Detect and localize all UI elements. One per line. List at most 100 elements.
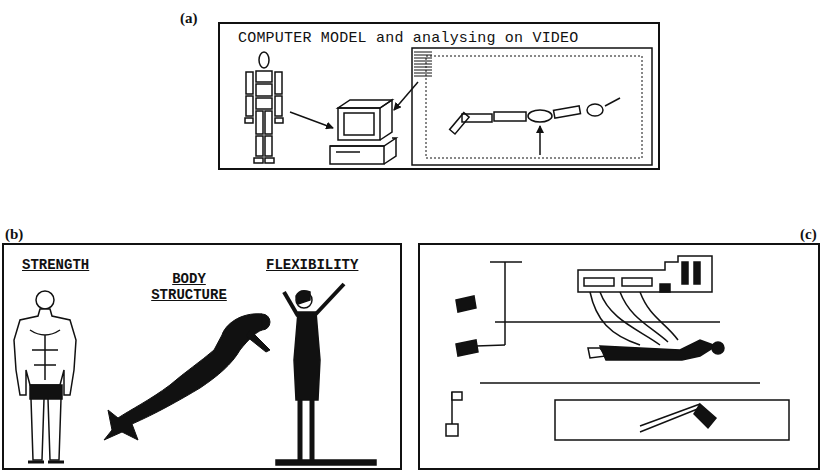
drawing-rect <box>256 98 272 109</box>
drawing-path <box>456 296 476 312</box>
drawing-rect <box>554 106 581 118</box>
drawing-ellipse <box>259 52 269 68</box>
drawing-path <box>300 400 312 460</box>
drawing-path <box>605 98 620 106</box>
drawing-rect <box>462 114 492 122</box>
drawing-line <box>414 73 432 74</box>
drawing-line <box>414 67 432 68</box>
drawing-rect <box>494 112 526 121</box>
drawing-line <box>336 151 360 153</box>
drawing-line <box>495 321 720 323</box>
drawing-rect <box>245 118 253 123</box>
drawing-path <box>384 138 396 164</box>
drawing-path <box>338 100 392 108</box>
measuring-rig <box>446 256 789 440</box>
drawing-line <box>504 262 506 345</box>
drawing-rect <box>256 136 263 156</box>
drawing-rect <box>338 108 380 140</box>
drawing-ellipse <box>528 110 552 122</box>
panel-label: (b) <box>5 226 23 243</box>
drawing-rect <box>584 278 614 286</box>
drawing-path <box>330 138 396 146</box>
drawing-g <box>450 98 620 134</box>
drawing-rect <box>694 262 700 284</box>
drawing-rect <box>256 111 263 134</box>
drawing-line <box>480 382 760 384</box>
drawing-path <box>284 292 298 316</box>
drawing-path <box>314 284 344 316</box>
category-label: STRENGTH <box>22 257 89 273</box>
muscle-man <box>14 291 76 462</box>
drawing-rect <box>426 56 642 158</box>
drawing-line <box>414 64 432 65</box>
drawing-path <box>296 291 310 304</box>
panel-box: (b)STRENGTHBODY STRUCTUREFLEXIBILITY <box>2 243 402 470</box>
arrow-line <box>290 112 333 128</box>
drawing-line <box>414 61 432 62</box>
drawing-rect <box>276 460 376 465</box>
stretching-woman <box>276 284 376 465</box>
drawing-path <box>590 292 678 345</box>
drawing-line <box>414 55 432 56</box>
panel-label: (a) <box>180 10 198 27</box>
drawing-rect <box>246 96 253 116</box>
drawing-rect <box>660 284 670 292</box>
drawing-path <box>600 340 716 360</box>
drawing-rect <box>275 118 283 123</box>
drawing-path <box>104 314 262 440</box>
drawing-rect <box>622 278 652 286</box>
drawing-rect <box>275 96 282 116</box>
drawing-rect <box>344 113 374 135</box>
drawing-circle <box>712 342 724 354</box>
drawing-rect <box>265 158 274 163</box>
body-model <box>245 52 283 163</box>
drawing-line <box>476 345 505 346</box>
drawing-rect <box>256 84 272 96</box>
drawing-rect <box>30 385 62 399</box>
drawing-rect <box>555 400 789 440</box>
drawing-rect <box>450 113 470 134</box>
category-label: FLEXIBILITY <box>266 257 358 273</box>
drawing-path <box>246 330 270 352</box>
drawing-rect <box>265 136 272 156</box>
drawing-line <box>640 404 700 426</box>
video-screen <box>412 48 652 165</box>
arrow-line <box>394 82 418 110</box>
drawing-line <box>414 52 432 53</box>
drawing-path <box>380 100 392 140</box>
drawing-circle <box>36 291 54 309</box>
drawing-rect <box>275 72 282 94</box>
drawing-ellipse <box>587 104 603 116</box>
computer <box>330 100 396 164</box>
panel-label: (c) <box>800 226 817 243</box>
drawing-line <box>539 126 541 155</box>
panel-heading: COMPUTER MODEL and analysing on VIDEO <box>238 30 578 47</box>
drawing-rect <box>446 424 458 436</box>
drawing-rect <box>412 48 652 165</box>
drawing-path <box>14 309 76 395</box>
drawing-rect <box>330 146 384 164</box>
drawing-path <box>28 461 64 464</box>
panel-box: (c) <box>418 243 820 470</box>
drawing-path <box>294 312 320 400</box>
drawing-path <box>30 330 60 380</box>
drawing-line <box>414 76 432 77</box>
drawing-rect <box>682 262 688 284</box>
drawing-line <box>414 58 432 59</box>
drawing-line <box>640 408 700 432</box>
drawing-line <box>490 261 522 263</box>
drawing-path <box>694 404 716 428</box>
panel-box: (a)COMPUTER MODEL and analysing on VIDEO <box>218 22 660 170</box>
drawing-line <box>414 70 432 71</box>
drawing-rect <box>256 71 272 82</box>
drawing-path <box>578 256 712 292</box>
drawing-rect <box>452 392 462 400</box>
drawing-rect <box>265 111 272 134</box>
mermaid <box>104 314 270 440</box>
category-label: BODY STRUCTURE <box>139 271 239 303</box>
drawing-path <box>456 340 478 356</box>
drawing-rect <box>254 158 263 163</box>
drawing-rect <box>246 72 253 94</box>
drawing-path <box>31 399 61 460</box>
